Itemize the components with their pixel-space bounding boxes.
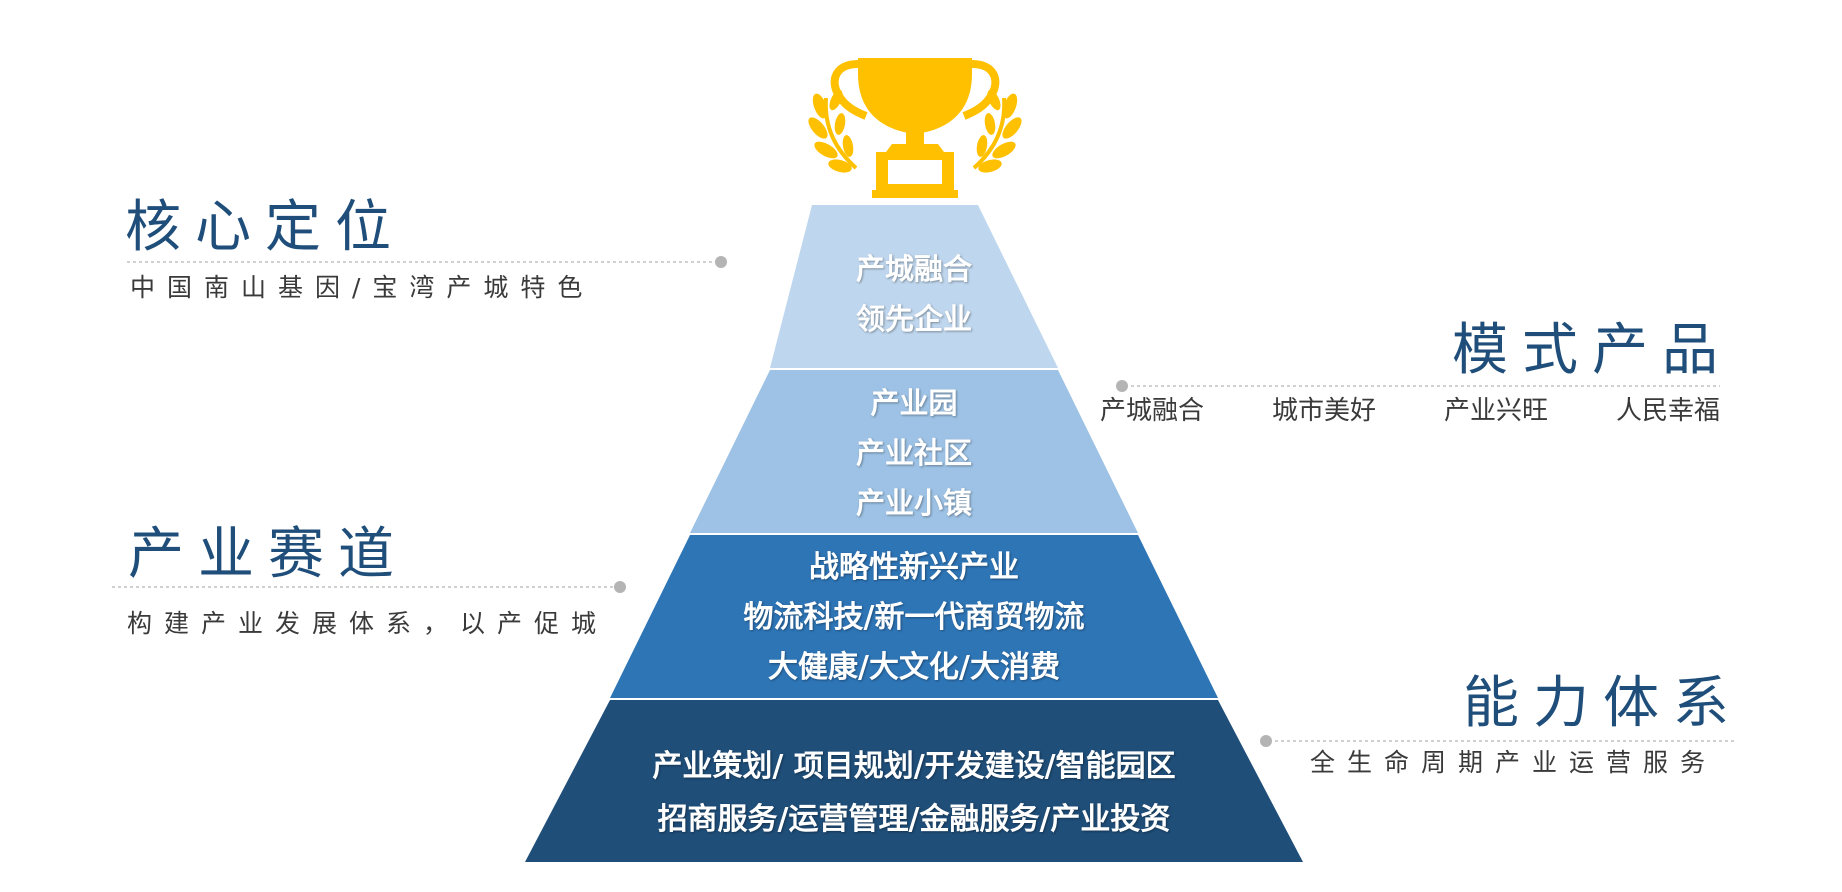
tier-1-line: 产城融合 — [855, 252, 972, 286]
product-item: 产业兴旺 — [1443, 396, 1548, 426]
core-position-title: 核心定位 — [125, 195, 405, 260]
tier-3-line: 大健康/大文化/大消费 — [768, 650, 1060, 685]
tier-3-label: 战略性新兴产业 物流科技/新一代商贸物流 大健康/大文化/大消费 — [714, 543, 1114, 693]
tier-4-label: 产业策划/ 项目规划/开发建设/智能园区 招商服务/运营管理/金融服务/产业投资 — [614, 740, 1214, 846]
tier-3-line: 战略性新兴产业 — [809, 550, 1019, 585]
tier-2-label: 产业园 产业社区 产业小镇 — [814, 378, 1014, 528]
industry-track-title: 产业赛道 — [128, 522, 408, 587]
pyramid-tier-2 — [690, 370, 1138, 533]
model-products-list: 产城融合 城市美好 产业兴旺 人民幸福 — [1100, 390, 1720, 427]
tier-2-line: 产业园 — [870, 386, 958, 420]
connector-core-position — [127, 256, 727, 268]
tier-4-line: 产业策划/ 项目规划/开发建设/智能园区 — [652, 749, 1176, 784]
connector-model-products — [1116, 380, 1720, 392]
pyramid-tier-1 — [770, 205, 1058, 368]
model-products-title: 模式产品 — [1452, 318, 1732, 383]
tier-2-line: 产业小镇 — [855, 486, 972, 520]
connector-industry-track — [112, 581, 626, 593]
tier-2-line: 产业社区 — [855, 436, 972, 470]
pyramid-tier-4 — [525, 700, 1303, 862]
product-item: 人民幸福 — [1615, 396, 1720, 426]
tier-1-label: 产城融合 领先企业 — [814, 244, 1014, 344]
product-item: 城市美好 — [1271, 396, 1376, 426]
connector-capability-system — [1260, 735, 1735, 747]
industry-track-subtitle: 构建产业发展体系，以产促城 — [127, 609, 609, 638]
core-position-subtitle: 中国南山基因/宝湾产城特色 — [130, 273, 595, 302]
trophy-with-laurel-icon — [808, 58, 1022, 198]
tier-3-line: 物流科技/新一代商贸物流 — [743, 600, 1085, 635]
capability-system-subtitle: 全生命周期产业运营服务 — [1310, 748, 1718, 777]
capability-system-title: 能力体系 — [1463, 671, 1743, 736]
tier-4-line: 招商服务/运营管理/金融服务/产业投资 — [657, 802, 1171, 837]
pyramid-tier-3 — [610, 535, 1218, 698]
product-item: 产城融合 — [1100, 396, 1205, 426]
tier-1-line: 领先企业 — [855, 302, 972, 336]
